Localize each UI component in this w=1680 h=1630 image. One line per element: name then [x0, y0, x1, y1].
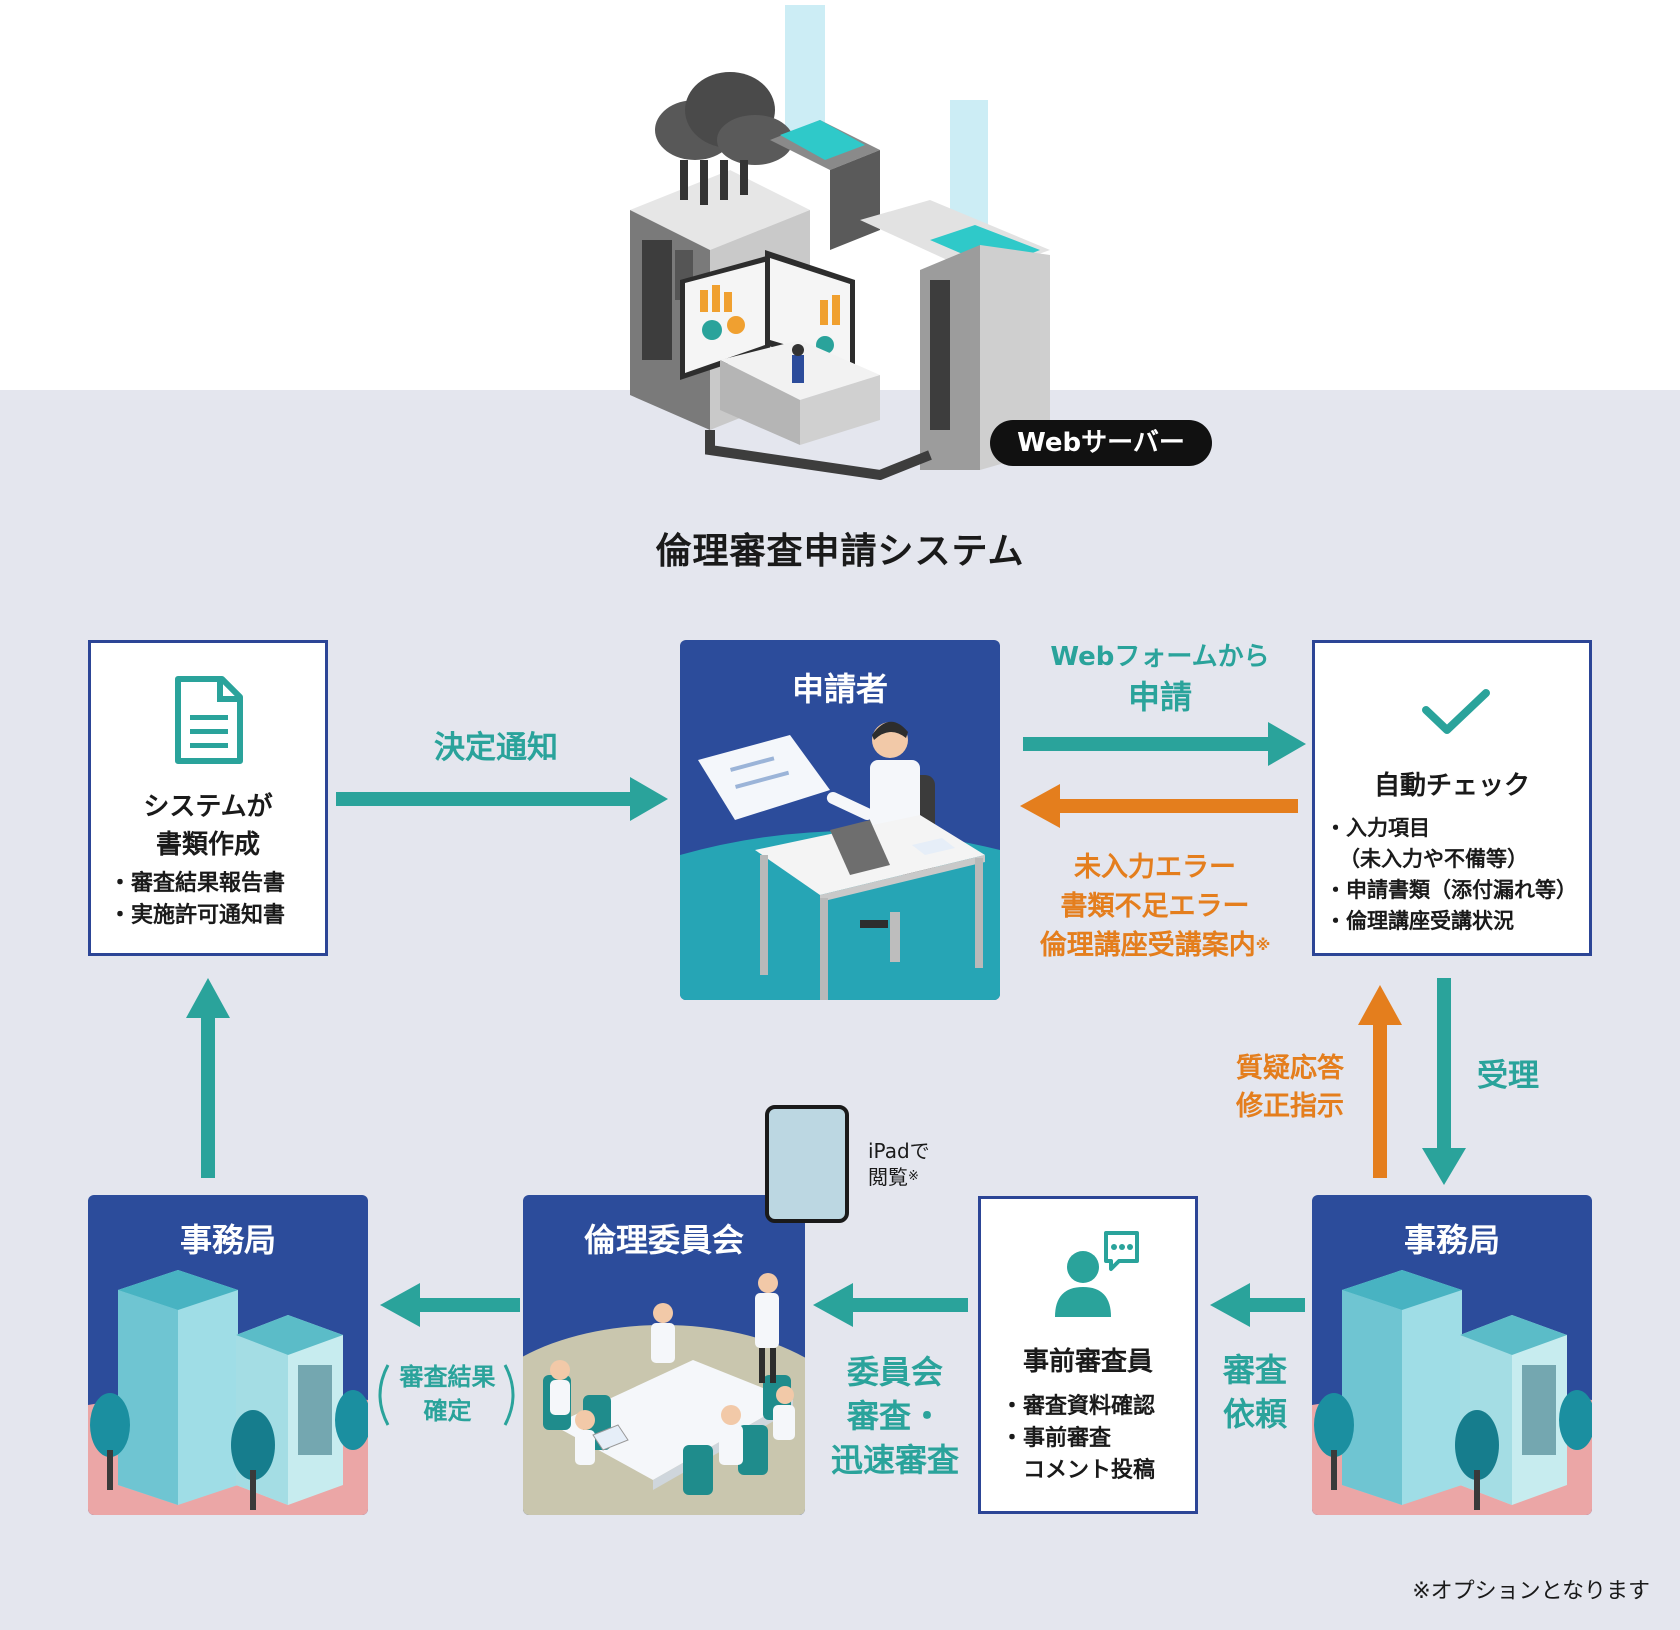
- arrow-review-request: [1245, 1298, 1305, 1312]
- ipad-label-1: iPadで: [868, 1139, 930, 1163]
- arrow-result: [415, 1298, 520, 1312]
- arrow-errors: [1055, 799, 1298, 813]
- auto-check-item: ・申請書類（添付漏れ等）: [1325, 878, 1577, 902]
- office-right-box: 事務局: [1312, 1195, 1592, 1515]
- arrow-decision-notice: [336, 792, 636, 806]
- error-label: 倫理講座受講案内: [1039, 930, 1256, 961]
- decision-notice-label: 決定通知: [434, 730, 558, 766]
- web-form-label-2: 申請: [1127, 678, 1192, 716]
- error-label: 未入力エラー: [1074, 852, 1236, 883]
- arrow-to-docs: [201, 1010, 215, 1178]
- auto-check-title: 自動チェック: [1373, 771, 1530, 801]
- auto-check-box: 自動チェック ・入力項目 （未入力や不備等） ・申請書類（添付漏れ等） ・倫理講…: [1312, 640, 1592, 956]
- system-docs-title-2: 書類作成: [155, 830, 260, 860]
- document-icon: [175, 676, 243, 764]
- result-label-1: 審査結果: [399, 1363, 496, 1391]
- reviewer-chat-icon: [1055, 1231, 1139, 1317]
- system-docs-box: システムが 書類作成 ・審査結果報告書 ・実施許可通知書: [88, 640, 328, 956]
- qa-label-2: 修正指示: [1236, 1091, 1344, 1122]
- review-request-label-2: 依頼: [1222, 1395, 1287, 1433]
- office-buildings-illustration: [1312, 1270, 1592, 1515]
- error-note-mark: ※: [1255, 936, 1271, 954]
- footnote: ※オプションとなります: [1412, 1579, 1650, 1604]
- system-docs-item: ・実施許可通知書: [109, 903, 286, 928]
- pre-reviewer-title: 事前審査員: [1022, 1347, 1153, 1377]
- auto-check-item: ・倫理講座受講状況: [1325, 909, 1514, 933]
- committee-title: 倫理委員会: [583, 1221, 744, 1259]
- auto-check-item-sub: （未入力や不備等）: [1339, 847, 1528, 871]
- ipad-label-2: 閲覧: [868, 1165, 908, 1189]
- pre-reviewer-item: ・事前審査: [1001, 1426, 1112, 1451]
- arrow-qa: [1373, 1020, 1387, 1178]
- accept-label: 受理: [1477, 1058, 1539, 1094]
- pre-reviewer-box: 事前審査員 ・審査資料確認 ・事前審査 コメント投稿: [978, 1196, 1198, 1514]
- qa-label-1: 質疑応答: [1236, 1053, 1344, 1084]
- system-docs-title-1: システムが: [143, 792, 273, 822]
- result-left-paren: [378, 1364, 390, 1426]
- auto-check-item: ・入力項目: [1325, 816, 1430, 840]
- committee-review-label-3: 迅速審査: [830, 1441, 959, 1479]
- page-title: 倫理審査申請システム: [655, 531, 1025, 572]
- web-server-badge: Webサーバー: [990, 420, 1212, 466]
- committee-meeting-illustration: [523, 1273, 805, 1515]
- office-left-box: 事務局: [88, 1195, 368, 1515]
- pre-reviewer-item-cont: コメント投稿: [1023, 1458, 1156, 1483]
- result-label-2: 確定: [423, 1397, 472, 1425]
- office-buildings-illustration: [88, 1270, 368, 1515]
- result-right-paren: [503, 1364, 515, 1426]
- office-right-title: 事務局: [1403, 1221, 1500, 1259]
- office-left-title: 事務局: [179, 1221, 276, 1259]
- review-request-label-1: 審査: [1222, 1351, 1287, 1389]
- applicant-box: 申請者: [680, 640, 1000, 1000]
- applicant-title: 申請者: [791, 670, 888, 708]
- arrow-accept: [1437, 978, 1451, 1163]
- system-docs-item: ・審査結果報告書: [109, 871, 286, 896]
- ipad-note-mark: ※: [908, 1169, 919, 1184]
- arrow-committee-review: [848, 1298, 968, 1312]
- applicant-illustration: [680, 721, 1000, 1000]
- committee-box: 倫理委員会: [523, 1195, 805, 1515]
- web-form-label-1: Webフォームから: [1050, 642, 1270, 672]
- web-server-illustration: [630, 5, 1050, 480]
- arrow-web-form: [1023, 737, 1273, 751]
- ipad-icon: [765, 1105, 849, 1223]
- pre-reviewer-item: ・審査資料確認: [1001, 1394, 1156, 1419]
- committee-review-label-2: 審査・: [846, 1397, 943, 1435]
- committee-review-label-1: 委員会: [846, 1353, 943, 1391]
- error-label: 書類不足エラー: [1060, 891, 1250, 922]
- checkmark-icon: [1422, 689, 1490, 734]
